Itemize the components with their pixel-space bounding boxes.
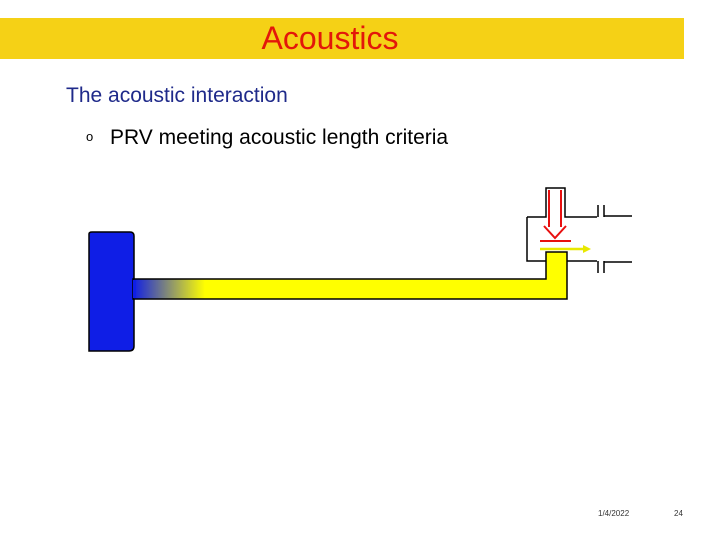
bullet-text: PRV meeting acoustic length criteria: [110, 126, 449, 149]
bullet-marker: o: [86, 128, 94, 144]
footer-date: 1/4/2022: [598, 509, 630, 518]
slide-subtitle: The acoustic interaction: [66, 84, 288, 107]
valve-spring-arrow: [540, 190, 571, 242]
flow-arrow: [540, 245, 591, 253]
bullet-item: o PRV meeting acoustic length criteria: [86, 126, 448, 150]
outlet-flange: [597, 205, 632, 273]
title-bar: [0, 18, 684, 59]
pressure-vessel: [88, 231, 135, 352]
slide-title: Acoustics: [261, 20, 399, 56]
prv-valve-body: [526, 217, 546, 262]
footer-page-number: 24: [674, 509, 683, 518]
